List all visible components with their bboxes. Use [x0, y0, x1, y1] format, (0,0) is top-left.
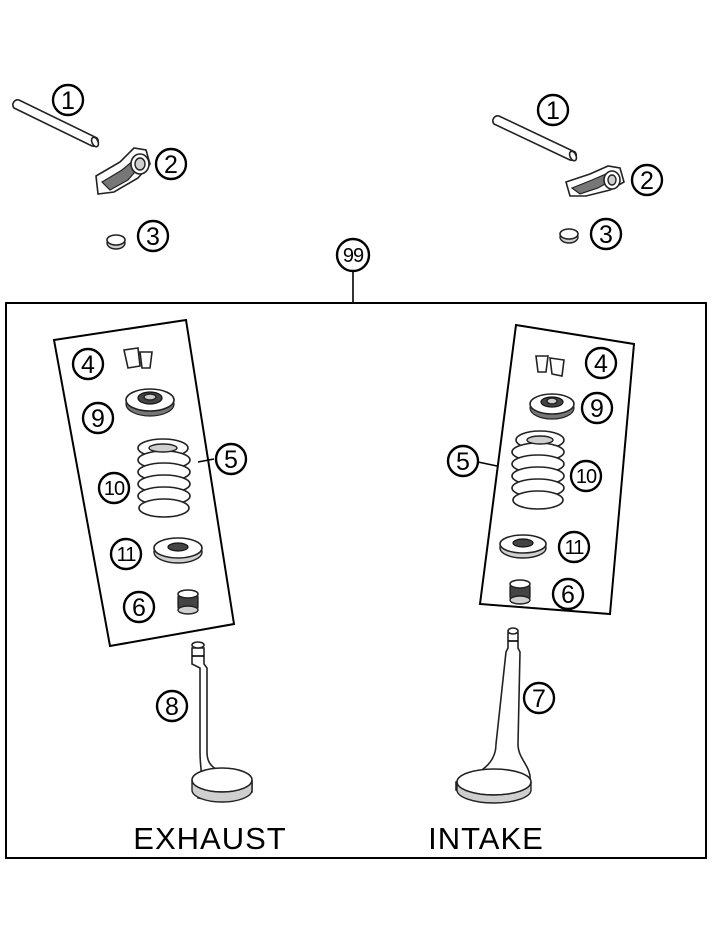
exhaust-valve: [191, 641, 253, 803]
svg-text:7: 7: [532, 685, 546, 713]
exhaust-label: EXHAUST: [133, 821, 286, 856]
left-shim: [106, 234, 126, 250]
svg-text:1: 1: [546, 97, 560, 125]
intake-valve-seal: [509, 579, 531, 605]
right-shim: [559, 228, 579, 244]
intake-valve-spring: [511, 430, 565, 510]
exhaust-spring-retainer: [125, 388, 175, 417]
exhaust-valve-seal: [177, 589, 199, 615]
callout-intake-seat: 11: [557, 530, 591, 564]
callout-left-rocker: 2: [154, 147, 188, 181]
callout-exhaust-retainer: 9: [81, 401, 115, 435]
svg-text:4: 4: [81, 351, 95, 379]
svg-text:4: 4: [594, 350, 608, 378]
intake-valve-keepers: [535, 355, 565, 377]
svg-text:6: 6: [561, 581, 575, 609]
svg-text:9: 9: [91, 405, 105, 433]
svg-text:11: 11: [117, 544, 137, 566]
svg-text:2: 2: [640, 167, 654, 195]
svg-text:8: 8: [165, 693, 179, 721]
intake-spring-seat: [499, 534, 547, 559]
callout-assembly: 99: [335, 237, 371, 273]
svg-text:3: 3: [146, 223, 160, 251]
callout-intake-seal: 6: [551, 577, 585, 611]
callout-left-camshaft: 1: [51, 83, 85, 117]
intake-label: INTAKE: [428, 821, 544, 856]
right-rocker-arm: [565, 165, 625, 197]
exhaust-spring-seat: [153, 537, 203, 564]
svg-text:1: 1: [61, 87, 75, 115]
left-rocker-shaft: [12, 99, 100, 148]
intake-spring-retainer: [529, 393, 575, 420]
callout-left-shim: 3: [136, 219, 170, 253]
svg-text:11: 11: [565, 537, 585, 559]
intake-kit-panel: [478, 323, 636, 616]
assembly-frame: [5, 302, 707, 859]
callout-exhaust-seal: 6: [122, 590, 156, 624]
svg-text:10: 10: [104, 478, 125, 500]
svg-text:2: 2: [164, 151, 178, 179]
left-rocker-arm: [95, 147, 151, 195]
callout-exhaust-valve: 8: [155, 689, 189, 723]
svg-text:99: 99: [343, 245, 364, 267]
callout-intake-valve: 7: [522, 681, 556, 715]
intake-kit-leader: [477, 461, 498, 467]
exhaust-valve-spring: [137, 438, 191, 518]
exhaust-valve-keepers: [123, 347, 153, 369]
svg-text:9: 9: [590, 395, 604, 423]
right-rocker-shaft: [492, 115, 578, 162]
svg-text:5: 5: [456, 448, 470, 476]
callout-exhaust-keeper: 4: [71, 347, 105, 381]
callout-exhaust-seat: 11: [109, 537, 143, 571]
svg-text:3: 3: [599, 221, 613, 249]
callout-intake-spring: 10: [569, 459, 603, 493]
callout-intake-keeper: 4: [584, 346, 618, 380]
exhaust-kit-leader: [197, 458, 215, 463]
callout-right-rocker: 2: [630, 163, 664, 197]
intake-valve: [455, 627, 532, 804]
callout-exhaust-spring: 10: [97, 471, 131, 505]
callout-right-shim: 3: [589, 217, 623, 251]
svg-text:10: 10: [576, 466, 597, 488]
exhaust-kit-panel: [52, 318, 236, 648]
callout-right-camshaft: 1: [536, 93, 570, 127]
callout-intake-kit: 5: [446, 444, 480, 478]
svg-text:6: 6: [132, 594, 146, 622]
callout-intake-retainer: 9: [580, 391, 614, 425]
svg-text:5: 5: [224, 446, 238, 474]
callout-exhaust-kit: 5: [214, 442, 248, 476]
